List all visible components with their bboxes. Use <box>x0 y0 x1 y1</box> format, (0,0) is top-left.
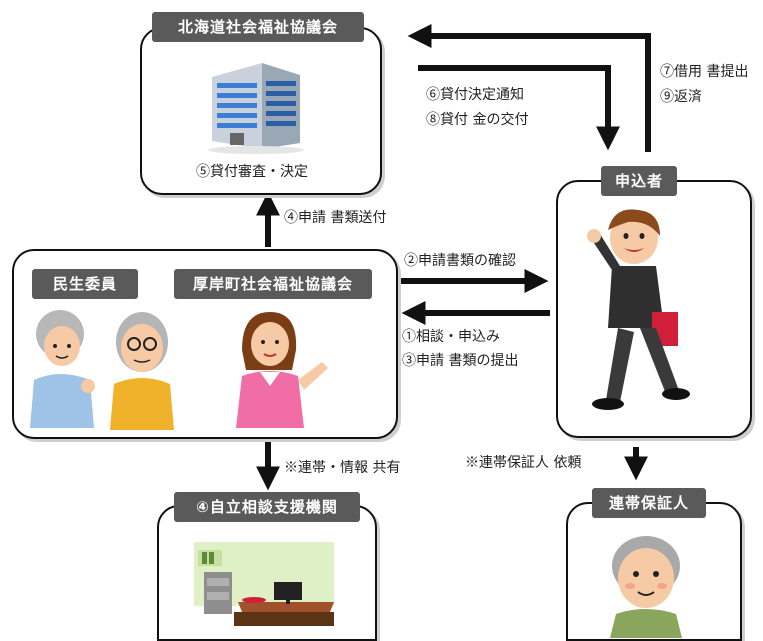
office-desk-icon <box>194 542 334 630</box>
label-mid-left-2: ③申請 書類の提出 <box>402 353 519 369</box>
applicant-title: 申込者 <box>601 166 677 196</box>
arrow-council-to-applicant <box>418 65 620 151</box>
guarantor-title: 連帯保証人 <box>592 488 706 518</box>
council-hokkaido-title: 北海道社会福祉協議会 <box>152 12 364 42</box>
akkeshi-council-title: 厚岸町社会福祉協議会 <box>174 269 372 299</box>
label-up-left: ④申請 書類送付 <box>284 210 387 226</box>
support-agency-title: ④自立相談支援機関 <box>174 492 360 522</box>
elderly-guarantor-icon <box>596 530 696 641</box>
student-walking-icon <box>578 204 698 426</box>
minsei-iin-title: 民生委員 <box>32 269 138 299</box>
label-bottom-right: ※連帯保証人 依頼 <box>465 455 582 471</box>
label-top-right-2: ⑨返済 <box>660 89 702 105</box>
label-top-right-1: ⑦借用 書提出 <box>660 64 749 80</box>
building-icon <box>200 57 310 159</box>
label-mid-right: ②申請書類の確認 <box>404 253 516 269</box>
elderly-man-icon <box>102 306 182 434</box>
staff-woman-icon <box>216 310 340 432</box>
label-mid-left-1: ①相談・申込み <box>402 329 500 345</box>
label-top-mid-1: ⑥貸付決定通知 <box>426 87 524 103</box>
label-bottom-left: ※連帯・情報 共有 <box>284 460 401 476</box>
arrow-applicant-to-council <box>407 24 651 152</box>
elderly-woman-icon <box>20 310 100 432</box>
council-hokkaido-caption: ⑤貸付審査・決定 <box>196 164 308 180</box>
label-top-mid-2: ⑧貸付 金の交付 <box>426 112 529 128</box>
